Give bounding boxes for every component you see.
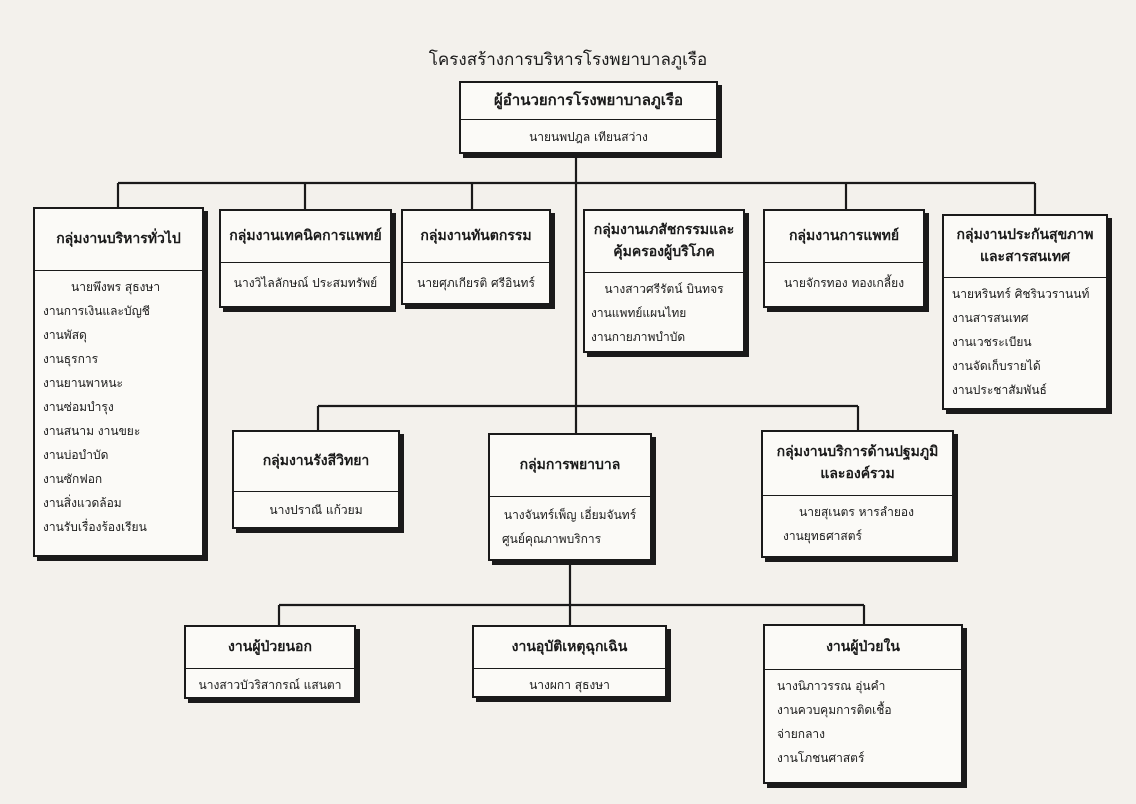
- list-item: งานควบคุมการติดเชื้อ: [777, 703, 892, 717]
- dept-nursing: กลุ่มการพยาบาล นางจันทร์เพ็ญ เอี่ยมจันทร…: [488, 433, 652, 561]
- dept-head: นายสุเนตร หารลำยอง: [799, 505, 914, 519]
- dept-health-insurance: กลุ่มงานประกันสุขภาพ และสารสนเทศ นายหริน…: [942, 214, 1108, 410]
- dept-general-admin: กลุ่มงานบริหารทั่วไป นายพึงพร สุธงษา งาน…: [33, 207, 204, 557]
- unit-title: งานผู้ป่วยใน: [765, 626, 961, 670]
- list-item: งานพัสดุ: [43, 328, 87, 342]
- list-item: งานสนาม งานขยะ: [43, 424, 141, 438]
- director-title: ผู้อำนวยการโรงพยาบาลภูเรือ: [461, 83, 716, 120]
- unit-title: งานผู้ป่วยนอก: [186, 627, 354, 669]
- unit-head: นางผกา สุธงษา: [529, 678, 610, 692]
- list-item: งานการเงินและบัญชี: [43, 304, 150, 318]
- dept-title: กลุ่มงานเทคนิคการแพทย์: [221, 211, 390, 263]
- dept-title: กลุ่มการพยาบาล: [490, 435, 650, 497]
- list-item: งานเวชระเบียน: [952, 335, 1032, 349]
- list-item: งานสารสนเทศ: [952, 311, 1029, 325]
- unit-outpatient: งานผู้ป่วยนอก นางสาวบัวริสากรณ์ แสนตา: [184, 625, 356, 699]
- dept-head: นายพึงพร สุธงษา: [71, 280, 161, 294]
- dept-title: กลุ่มงานบริหารทั่วไป: [35, 209, 202, 271]
- list-item: งานยานพาหนะ: [43, 376, 123, 390]
- dept-dental: กลุ่มงานทันตกรรม นายศุภเกียรติ ศรีอินทร์: [401, 209, 551, 305]
- dept-title: กลุ่มงานทันตกรรม: [403, 211, 549, 263]
- dept-radiology: กลุ่มงานรังสีวิทยา นางปราณี แก้วยม: [232, 430, 400, 529]
- list-item: งานจัดเก็บรายได้: [952, 359, 1041, 373]
- unit-title: งานอุบัติเหตุฉุกเฉิน: [474, 627, 665, 669]
- list-item: งานบ่อบำบัด: [43, 448, 109, 462]
- dept-medical-tech: กลุ่มงานเทคนิคการแพทย์ นางวิไลลักษณ์ ประ…: [219, 209, 392, 308]
- dept-title-line: และสารสนเทศ: [979, 248, 1071, 265]
- dept-title: กลุ่มงานเภสัชกรรมและ คุ้มครองผู้บริโภค: [585, 211, 743, 273]
- dept-pharmacy: กลุ่มงานเภสัชกรรมและ คุ้มครองผู้บริโภค น…: [583, 209, 745, 353]
- unit-head: นางนิภาวรรณ อุ่นคำ: [777, 679, 886, 693]
- list-item: งานธุรการ: [43, 352, 99, 366]
- list-item: งานซักฟอก: [43, 472, 103, 486]
- list-item: งานสิ่งแวดล้อม: [43, 496, 122, 510]
- unit-emergency: งานอุบัติเหตุฉุกเฉิน นางผกา สุธงษา: [472, 625, 667, 698]
- list-item: งานประชาสัมพันธ์: [952, 383, 1047, 397]
- dept-head: นายจักรทอง ทองเกลี้ยง: [783, 276, 905, 290]
- dept-title-line: กลุ่มงานประกันสุขภาพ: [956, 226, 1094, 243]
- dept-head: นางวิไลลักษณ์ ประสมทรัพย์: [233, 276, 378, 290]
- dept-title-line: กลุ่มงานบริการด้านปฐมภูมิ: [776, 443, 939, 460]
- list-item: ศูนย์คุณภาพบริการ: [502, 532, 602, 546]
- list-item: งานยุทธศาสตร์: [783, 529, 862, 543]
- dept-title: กลุ่มงานประกันสุขภาพ และสารสนเทศ: [944, 216, 1106, 278]
- list-item: งานโภชนศาสตร์: [777, 751, 865, 765]
- dept-title-line: และองค์รวม: [820, 465, 895, 482]
- dept-head: นายศุภเกียรติ ศรีอินทร์: [417, 276, 535, 290]
- unit-head: นางสาวบัวริสากรณ์ แสนตา: [198, 678, 342, 692]
- list-item: งานรับเรื่องร้องเรียน: [43, 520, 147, 534]
- dept-medical: กลุ่มงานการแพทย์ นายจักรทอง ทองเกลี้ยง: [763, 209, 925, 308]
- dept-head: นางปราณี แก้วยม: [269, 503, 363, 517]
- dept-head: นางจันทร์เพ็ญ เอี่ยมจันทร์: [503, 508, 637, 522]
- list-item: งานซ่อมบำรุง: [43, 400, 114, 414]
- dept-title: กลุ่มงานรังสีวิทยา: [234, 432, 398, 492]
- list-item: จ่ายกลาง: [777, 727, 826, 741]
- director-box: ผู้อำนวยการโรงพยาบาลภูเรือ นายนพปฎล เทีย…: [459, 81, 718, 154]
- dept-primary-care: กลุ่มงานบริการด้านปฐมภูมิ และองค์รวม นาย…: [761, 430, 954, 558]
- dept-title-line: คุ้มครองผู้บริโภค: [613, 243, 715, 260]
- unit-inpatient: งานผู้ป่วยใน นางนิภาวรรณ อุ่นคำ งานควบคุ…: [763, 624, 963, 784]
- page-title: โครงสร้างการบริหารโรงพยาบาลภูเรือ: [428, 50, 708, 70]
- list-item: งานกายภาพบำบัด: [591, 330, 686, 344]
- list-item: งานแพทย์แผนไทย: [591, 306, 687, 320]
- dept-title: กลุ่มงานการแพทย์: [765, 211, 923, 263]
- dept-head: นางสาวศรีรัตน์ บินทจร: [604, 282, 724, 296]
- dept-title: กลุ่มงานบริการด้านปฐมภูมิ และองค์รวม: [763, 432, 952, 496]
- director-name: นายนพปฎล เทียนสว่าง: [529, 130, 648, 144]
- dept-title-line: กลุ่มงานเภสัชกรรมและ: [593, 221, 735, 238]
- dept-head: นายหรินทร์ ศิชรินวรานนท์: [952, 287, 1090, 301]
